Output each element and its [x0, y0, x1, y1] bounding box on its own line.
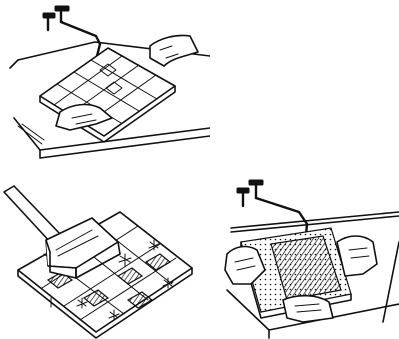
water-tap-icon	[43, 6, 100, 62]
panel-rinse-filter	[0, 0, 210, 168]
panel-scrub-filter	[0, 172, 200, 339]
panel-wash-carbon-filter	[213, 172, 399, 339]
brush-icon	[4, 186, 120, 278]
rinse-filter-illustration	[0, 0, 210, 168]
scrub-filter-illustration	[0, 172, 200, 339]
wash-carbon-filter-illustration	[213, 172, 399, 339]
